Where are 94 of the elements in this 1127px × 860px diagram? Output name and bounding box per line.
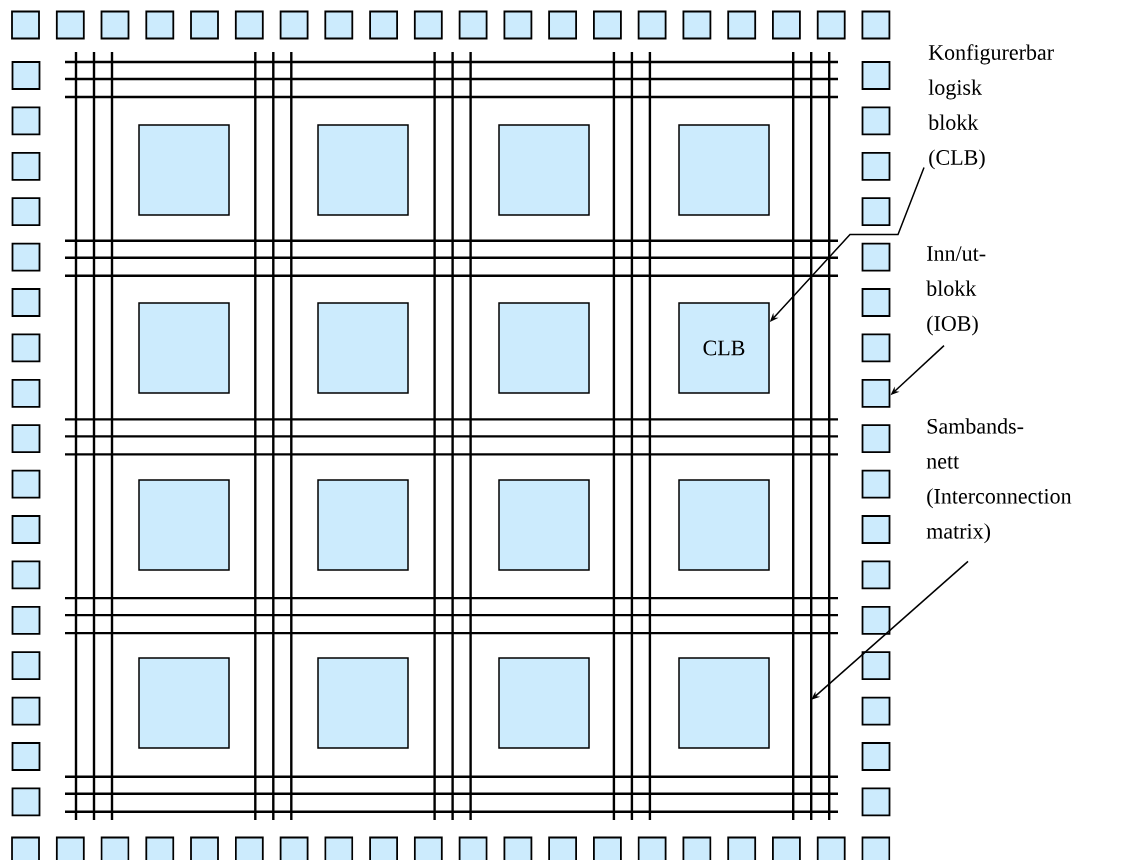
- io-block: [100, 836, 130, 860]
- arrow: [811, 560, 969, 700]
- io-block: [861, 742, 891, 771]
- io-block: [55, 10, 85, 40]
- io-block: [861, 378, 891, 408]
- io-block: [234, 836, 264, 860]
- io-block: [727, 836, 757, 860]
- logic-block: [498, 479, 590, 571]
- logic-block: [138, 302, 230, 394]
- io-block: [861, 151, 891, 181]
- io-block: [11, 836, 40, 860]
- io-block: [861, 197, 891, 227]
- io-block: [861, 242, 891, 272]
- io-block: [11, 10, 40, 40]
- logic-block: [498, 657, 590, 749]
- io-block: [593, 10, 622, 40]
- io-block: [861, 605, 891, 635]
- io-block: [593, 836, 622, 860]
- logic-block: CLB: [678, 302, 770, 394]
- io-block: [458, 10, 488, 40]
- io-block: [861, 333, 891, 363]
- logic-block: [678, 657, 770, 749]
- logic-block: [317, 657, 409, 749]
- io-block: [11, 378, 41, 408]
- logic-block: [138, 657, 230, 749]
- io-block: [11, 151, 41, 181]
- io-block: [861, 836, 891, 860]
- callout-label: Sambands- nett (Interconnection matrix): [926, 418, 1072, 544]
- io-block: [369, 836, 398, 860]
- io-block: [413, 836, 443, 860]
- io-block: [279, 10, 309, 40]
- io-block: [816, 10, 846, 40]
- io-block: [772, 836, 801, 860]
- io-block: [11, 469, 41, 499]
- io-block: [861, 787, 891, 817]
- io-block: [637, 10, 667, 40]
- io-block: [861, 696, 891, 726]
- io-block: [11, 742, 41, 771]
- io-block: [413, 10, 443, 40]
- io-block: [503, 836, 533, 860]
- io-block: [55, 836, 85, 860]
- io-block: [11, 696, 41, 726]
- io-block: [11, 424, 41, 454]
- io-block: [861, 651, 891, 681]
- io-block: [234, 10, 264, 40]
- io-block: [11, 560, 41, 590]
- logic-block: [317, 124, 409, 216]
- io-block: [861, 469, 891, 499]
- io-block: [727, 10, 757, 40]
- io-block: [861, 288, 891, 317]
- io-block: [11, 787, 41, 817]
- io-block: [548, 836, 577, 860]
- io-block: [637, 836, 667, 860]
- logic-block: [498, 302, 590, 394]
- io-block: [11, 288, 41, 317]
- io-block: [11, 197, 41, 227]
- io-block: [100, 10, 130, 40]
- io-block: [324, 10, 354, 40]
- io-block: [190, 836, 219, 860]
- io-block: [11, 651, 41, 681]
- io-block: [279, 836, 309, 860]
- io-block: [145, 10, 175, 40]
- io-block: [861, 61, 891, 90]
- io-block: [11, 333, 41, 363]
- io-block: [861, 10, 891, 40]
- io-block: [503, 10, 533, 40]
- logic-block: [138, 124, 230, 216]
- io-block: [11, 61, 41, 90]
- io-block: [861, 515, 891, 544]
- io-block: [861, 106, 891, 136]
- io-block: [772, 10, 801, 40]
- io-block: [682, 836, 712, 860]
- callout-label: Konfigurerbar logisk blokk (CLB): [928, 44, 1054, 170]
- io-block: [145, 836, 175, 860]
- logic-block: [138, 479, 230, 571]
- io-block: [190, 10, 219, 40]
- logic-block: [317, 479, 409, 571]
- io-block: [369, 10, 398, 40]
- callout-label: Inn/ut- blokk (IOB): [926, 246, 986, 336]
- logic-block: [678, 479, 770, 571]
- io-block: [11, 242, 41, 272]
- logic-block: [678, 124, 770, 216]
- io-block: [458, 836, 488, 860]
- io-block: [682, 10, 712, 40]
- io-block: [816, 836, 846, 860]
- io-block: [11, 106, 41, 136]
- logic-block: [498, 124, 590, 216]
- io-block: [861, 560, 891, 590]
- io-block: [861, 424, 891, 454]
- io-block: [324, 836, 354, 860]
- io-block: [548, 10, 577, 40]
- io-block: [11, 605, 41, 635]
- logic-block: [317, 302, 409, 394]
- io-block: [11, 515, 41, 544]
